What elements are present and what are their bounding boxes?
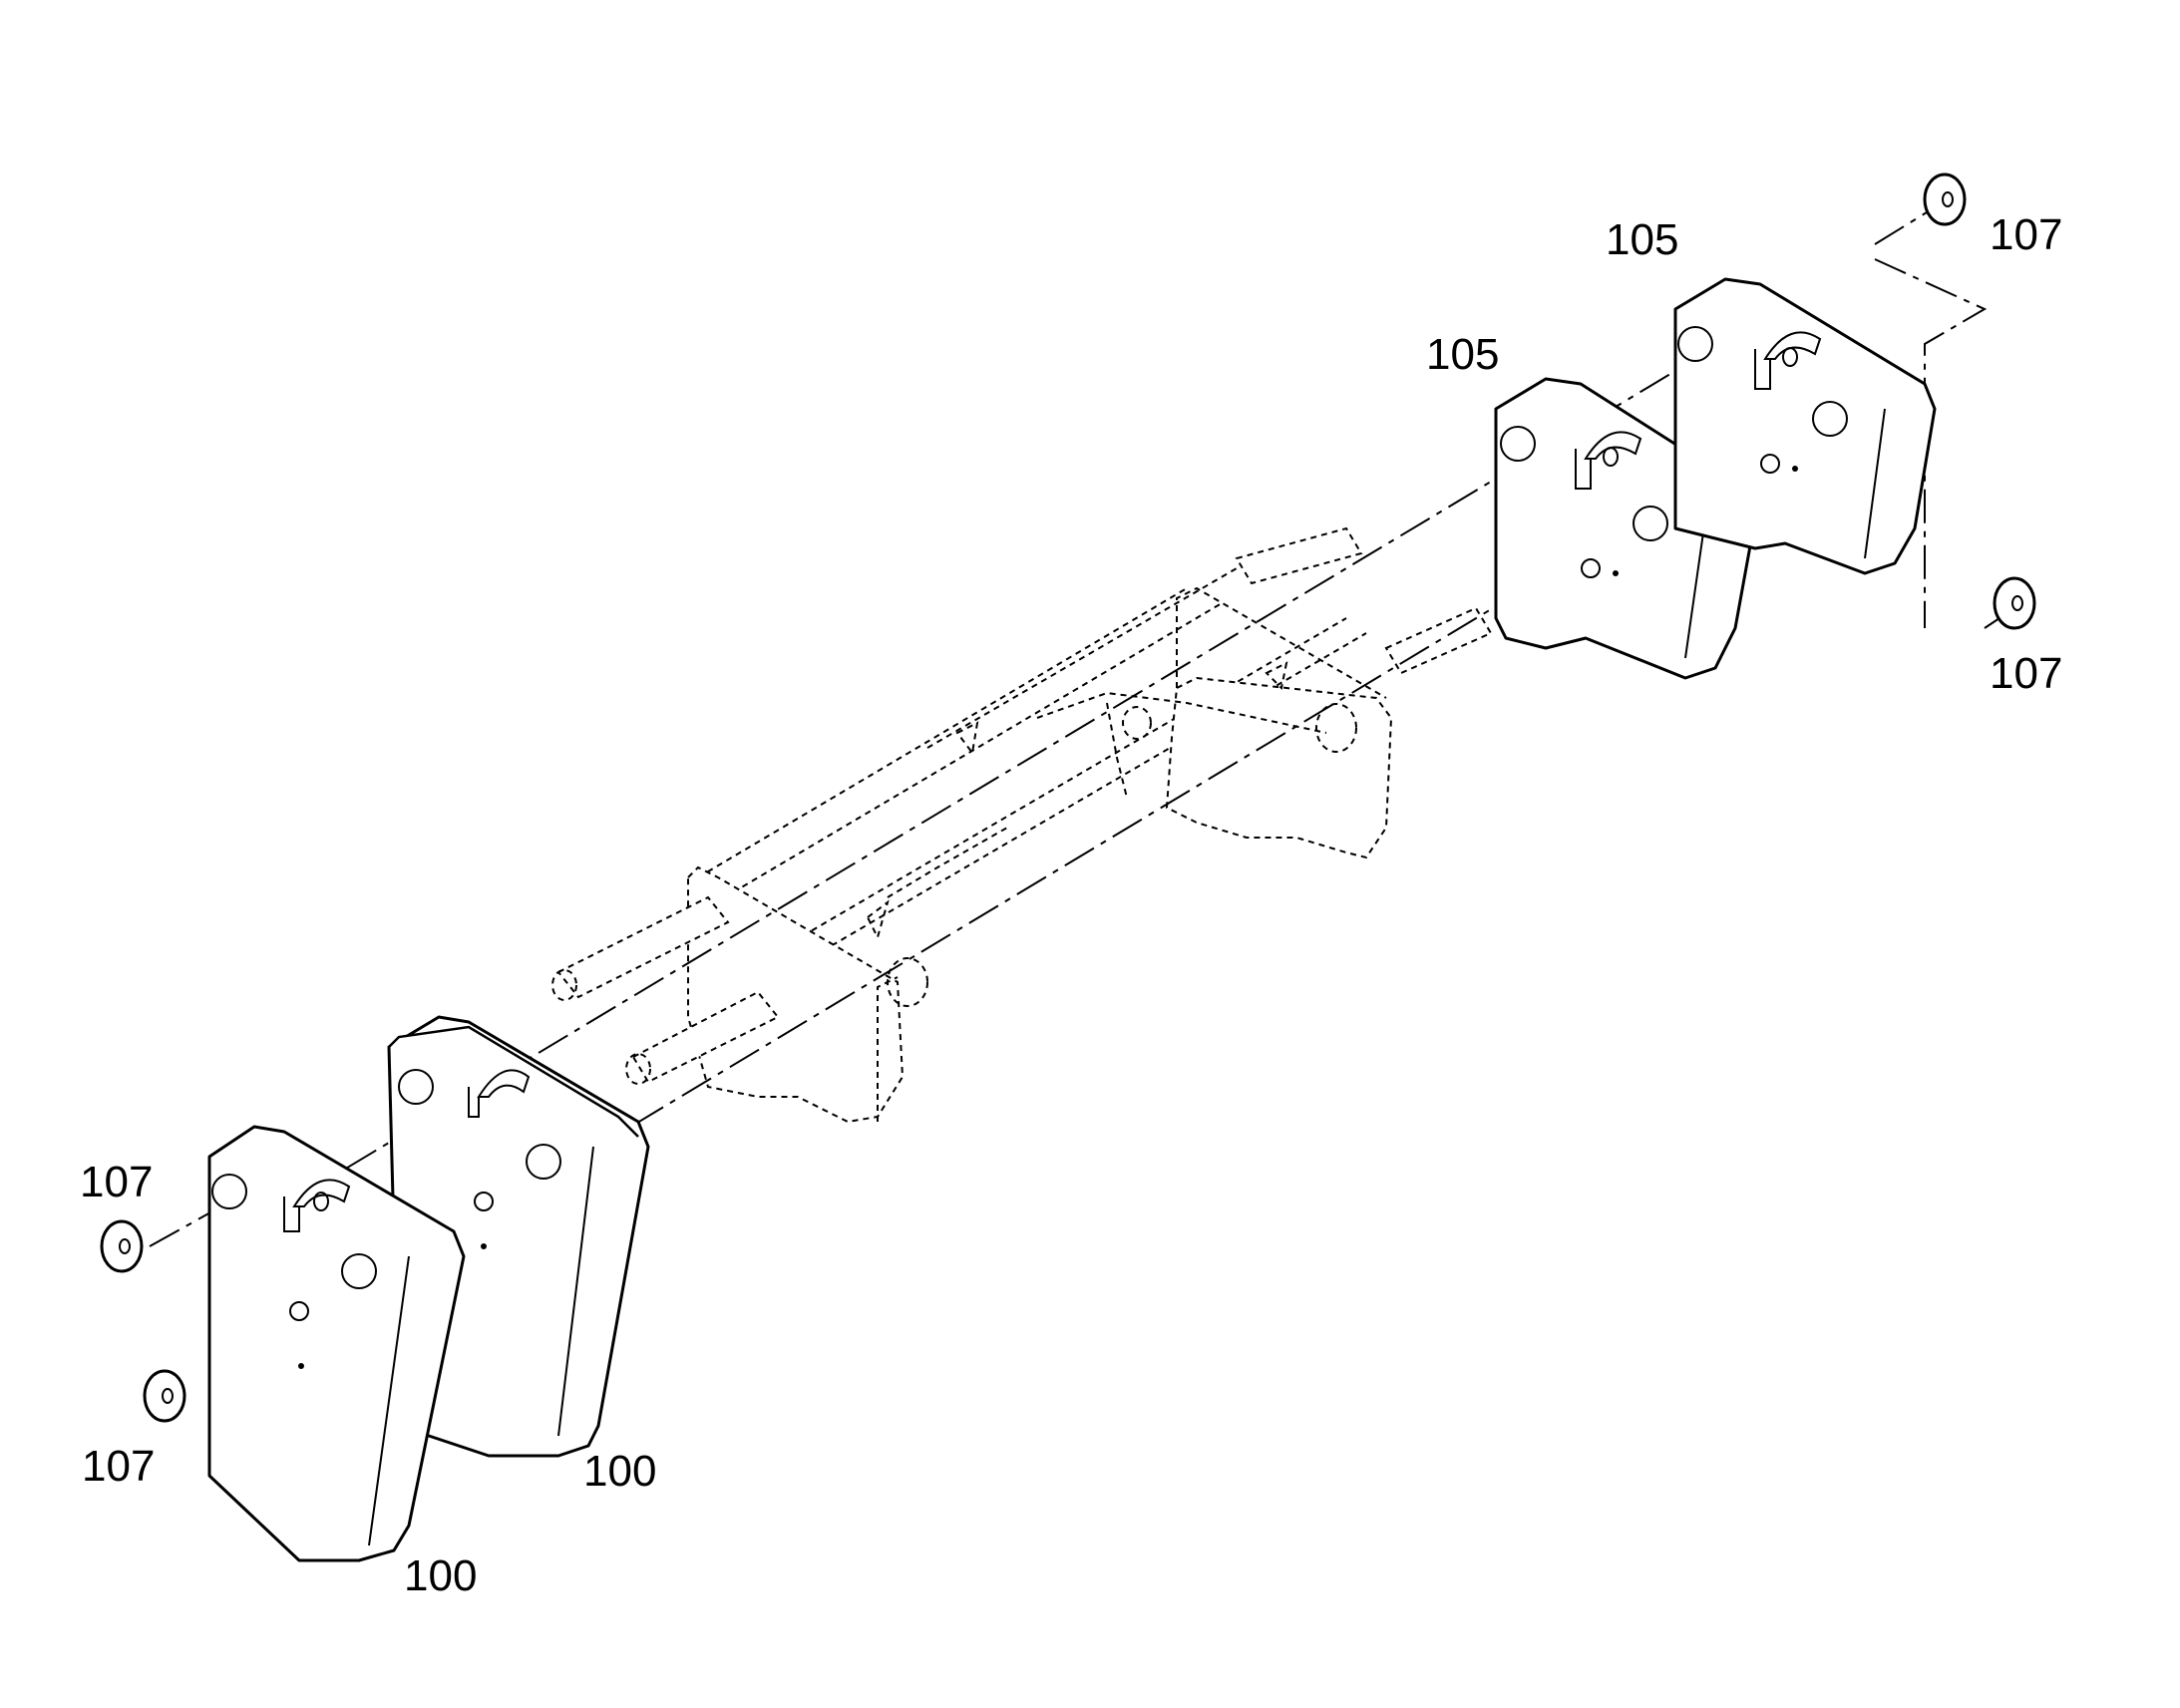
label-front-weight-left: 105 — [1426, 330, 1499, 379]
label-washer-upper-left: 107 — [80, 1158, 153, 1206]
washer-top-right — [1923, 172, 1967, 226]
label-washer-mid-right: 107 — [1990, 649, 2062, 698]
washer-mid-right — [1993, 576, 2036, 630]
washer-upper-left — [100, 1219, 144, 1273]
label-washer-lower-left: 107 — [82, 1442, 155, 1491]
chassis-frame-phantom — [551, 526, 1493, 1124]
washer-lower-left — [143, 1369, 186, 1423]
rear-weight-back — [387, 1015, 650, 1458]
label-washer-top-right: 107 — [1990, 210, 2062, 259]
label-rear-weight-back: 100 — [583, 1447, 656, 1496]
label-rear-weight-front: 100 — [404, 1551, 477, 1600]
rear-weight-front — [207, 1125, 466, 1562]
front-weight-right — [1673, 277, 1937, 575]
label-front-weight-right: 105 — [1606, 215, 1678, 264]
